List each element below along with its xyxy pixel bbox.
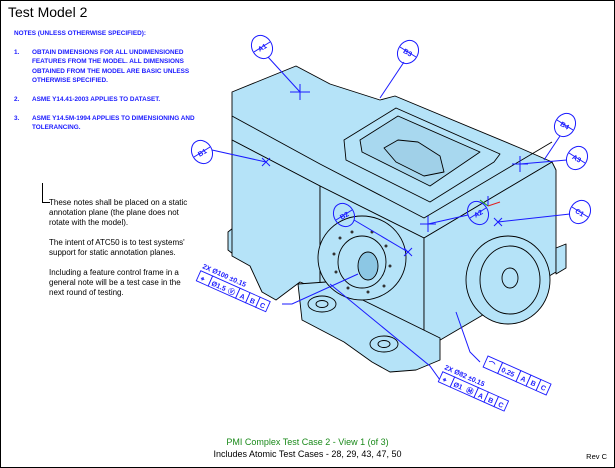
note-item: 3. ASME Y14.5M-1994 APPLIES TO DIMENSION… xyxy=(14,114,214,133)
model-edge xyxy=(231,115,553,219)
profile-symbol: ⌒ xyxy=(485,359,497,371)
material-modifier: Ⓥ xyxy=(226,286,236,297)
datum-target-a1[interactable] xyxy=(247,32,310,100)
datum-target-c1[interactable] xyxy=(493,197,595,228)
general-notes: NOTES (UNLESS OTHERWISE SPECIFIED): 1. O… xyxy=(14,29,214,142)
note-number: 2. xyxy=(14,95,20,103)
datum-ref: C xyxy=(539,384,546,392)
datum-target-b3[interactable] xyxy=(379,37,423,99)
datum-label: C1 xyxy=(574,208,585,219)
pocket-cavity xyxy=(383,139,445,177)
caption-subtitle: Includes Atomic Test Cases - 28, 29, 43,… xyxy=(213,449,402,459)
datum-ref: C xyxy=(497,401,504,409)
base-boss xyxy=(307,295,337,313)
fcf-leaders xyxy=(282,273,481,381)
fcf-profile[interactable]: ⌒ 0.25 A B C xyxy=(482,355,552,396)
base-right xyxy=(555,243,567,275)
datum-label: A3 xyxy=(571,154,582,165)
datum-label: B4 xyxy=(559,121,570,132)
base-boss-hole xyxy=(315,300,329,308)
notes-header: NOTES (UNLESS OTHERWISE SPECIFIED): xyxy=(14,30,146,37)
side-note: The intent of ATC50 is to test systems' … xyxy=(49,238,185,257)
position-symbol: ⌖ xyxy=(440,376,447,384)
datum-target-b4[interactable] xyxy=(543,110,580,161)
datum-label: A1 xyxy=(257,43,268,54)
datum-target-b2[interactable] xyxy=(329,200,413,257)
datum-ref: C xyxy=(258,302,265,310)
datum-ref: B xyxy=(248,298,255,306)
datum-ref: A xyxy=(238,293,245,301)
datum-ref: A xyxy=(519,376,526,384)
caption-title: PMI Complex Test Case 2 - View 1 (of 3) xyxy=(226,437,389,447)
note-item: 1. OBTAIN DIMENSIONS FOR ALL UNDIMENSION… xyxy=(14,48,214,86)
datum-label: A2 xyxy=(473,209,484,220)
datum-label: B3 xyxy=(402,48,413,59)
fcf-hole-82[interactable]: 2X Ø82 ±0.15 ⌖ Ø1 Ⓜ A B C xyxy=(437,364,512,412)
side-note: These notes shall be placed on a static … xyxy=(49,198,188,227)
right-flange xyxy=(465,235,551,325)
note-number: 3. xyxy=(14,114,20,122)
datum-target-a3[interactable] xyxy=(512,143,592,174)
note-text: OBTAIN DIMENSIONS FOR ALL UNDIMENSIONED … xyxy=(32,48,190,85)
side-notes: These notes shall be placed on a static … xyxy=(49,198,189,308)
note-text: ASME Y14.5M-1994 APPLIES TO DIMENSIONING… xyxy=(32,114,195,132)
datum-ref: B xyxy=(529,380,536,388)
bolt-holes xyxy=(332,230,392,294)
datum-target-labels: A1 B3 B1 B4 A3 B2 A2 C1 xyxy=(197,43,585,222)
note-item: 2. ASME Y14.41-2003 APPLIES TO DATASET. xyxy=(14,95,214,105)
datum-ref: A xyxy=(477,392,484,400)
note-text: ASME Y14.41-2003 APPLIES TO DATASET. xyxy=(32,95,161,103)
note-number: 1. xyxy=(14,48,20,56)
base-boss xyxy=(369,335,399,353)
drawing-title: Test Model 2 xyxy=(8,4,88,20)
notes-leader-line xyxy=(42,183,50,203)
side-note: Including a feature control frame in a g… xyxy=(49,268,181,297)
material-modifier: Ⓜ xyxy=(465,385,475,396)
base-boss-hole xyxy=(377,340,391,348)
datum-ref: B xyxy=(487,397,494,405)
tolerance-value: Ø1 xyxy=(452,381,463,391)
tolerance-value: 0.25 xyxy=(500,367,515,379)
datum-label: B1 xyxy=(197,148,208,159)
datum-label: B2 xyxy=(339,211,350,222)
right-flange-inner xyxy=(479,245,541,315)
revision-label: Rev C xyxy=(586,452,607,461)
model-body xyxy=(227,65,567,373)
position-symbol: ⌖ xyxy=(198,275,205,283)
coordinate-axes-icon xyxy=(479,196,501,207)
datum-targets xyxy=(187,32,595,257)
right-flange-bore xyxy=(501,267,519,289)
left-flange-bore xyxy=(357,251,379,281)
datum-target-b1[interactable] xyxy=(187,137,271,168)
datum-target-a2[interactable] xyxy=(420,198,493,232)
